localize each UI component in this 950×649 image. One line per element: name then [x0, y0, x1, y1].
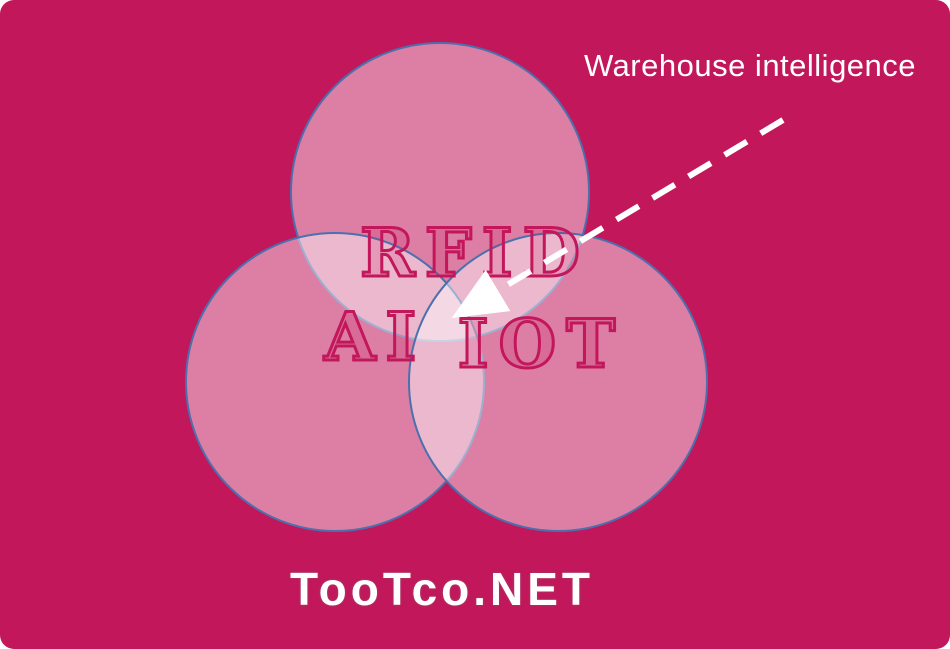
venn-label-iot: IOT: [456, 303, 626, 384]
venn-label-rfid: RFID: [359, 213, 590, 294]
venn-label-ai: AI: [323, 297, 427, 378]
annotation-warehouse-intelligence: Warehouse intelligence: [583, 48, 917, 83]
watermark-tootco-net: TooTco.NET: [290, 563, 595, 615]
